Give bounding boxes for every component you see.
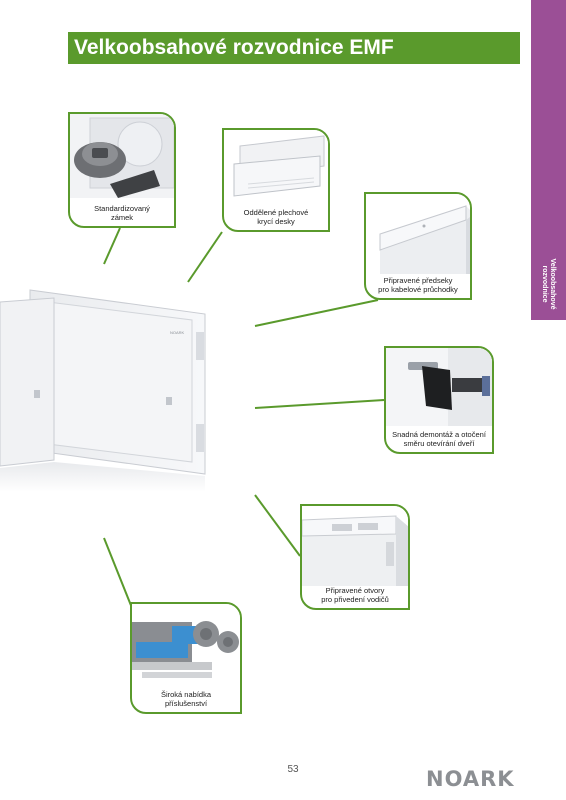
wire-holes-photo: [302, 506, 408, 586]
page-title: Velkoobsahové rozvodnice EMF: [74, 36, 394, 59]
callout-caption: Snadná demontáž a otočení směru otevírán…: [392, 430, 486, 448]
callout-cable-knockouts: Připravené předseky pro kabelové průchod…: [364, 192, 472, 300]
callout-caption: Připravené otvory pro přivedení vodičů: [321, 586, 389, 604]
callout-accessories: Široká nabídka příslušenství: [130, 602, 242, 714]
callout-caption: Oddělené plechové krycí desky: [243, 208, 309, 226]
section-tab-label: Velkoobsahové rozvodnice: [541, 258, 556, 310]
accessories-photo: [132, 604, 240, 686]
distribution-board-image: NOARK: [0, 289, 206, 492]
svg-text:NOARK: NOARK: [170, 330, 185, 335]
callout-cover-plates: Oddělené plechové krycí desky: [222, 128, 330, 232]
section-tab: [531, 0, 566, 320]
knockouts-photo: [366, 194, 470, 274]
callout-wire-holes: Připravené otvory pro přivedení vodičů: [300, 504, 410, 610]
callout-caption: Široká nabídka příslušenství: [160, 690, 212, 708]
callout-door-reversal: Snadná demontáž a otočení směru otevírán…: [384, 346, 494, 454]
page-title-bar: Velkoobsahové rozvodnice EMF: [68, 32, 520, 64]
page-number: 53: [287, 764, 299, 775]
callout-standard-lock: Standardizovaný zámek: [68, 112, 176, 228]
lock-photo: [70, 114, 174, 198]
cover-plates-photo: [224, 130, 328, 204]
hinge-photo: [386, 348, 492, 426]
logo-text: NOARK: [426, 767, 515, 791]
noark-logo: NOARK: [426, 767, 515, 791]
callout-caption: Připravené předseky pro kabelové průchod…: [378, 276, 458, 294]
callout-caption: Standardizovaný zámek: [94, 204, 150, 222]
